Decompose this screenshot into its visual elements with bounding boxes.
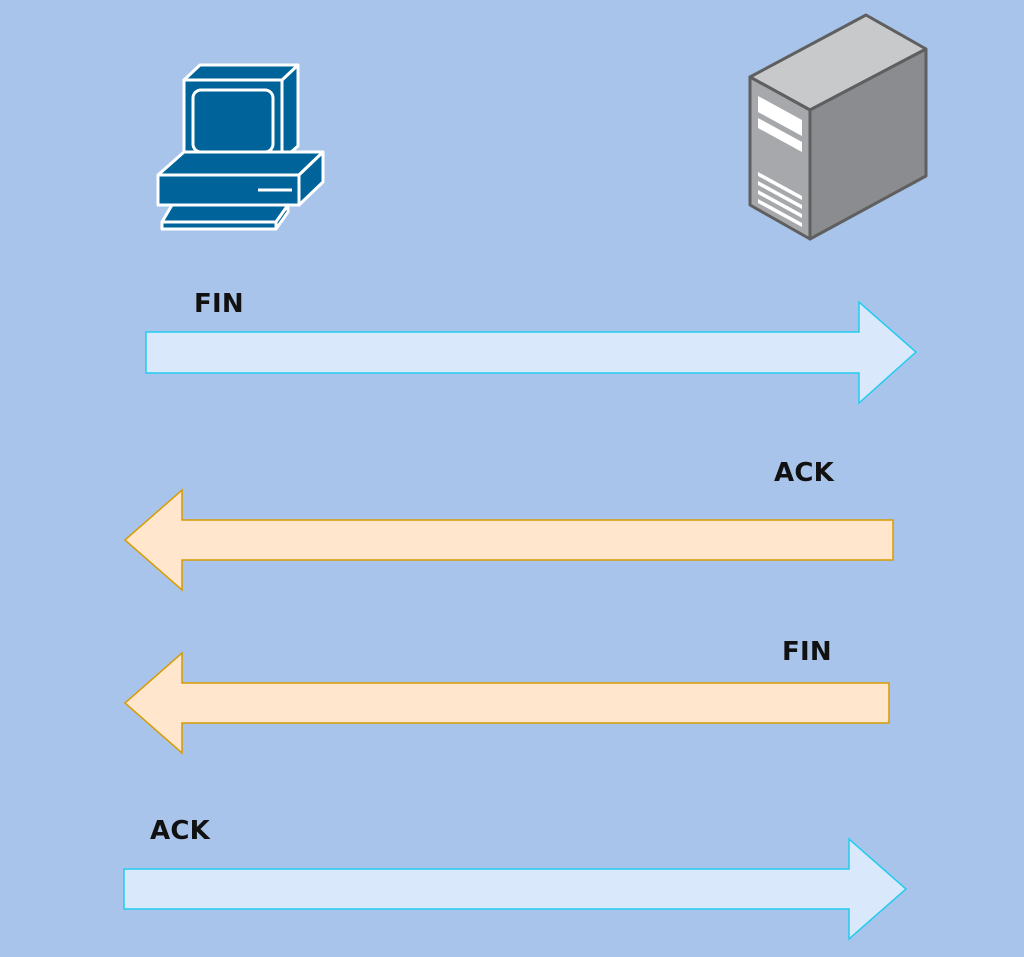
message-label-ack-2: ACK — [150, 816, 210, 846]
message-label-fin-2: FIN — [782, 637, 832, 667]
message-label-ack-1: ACK — [774, 458, 834, 488]
message-label-fin-1: FIN — [194, 289, 244, 319]
